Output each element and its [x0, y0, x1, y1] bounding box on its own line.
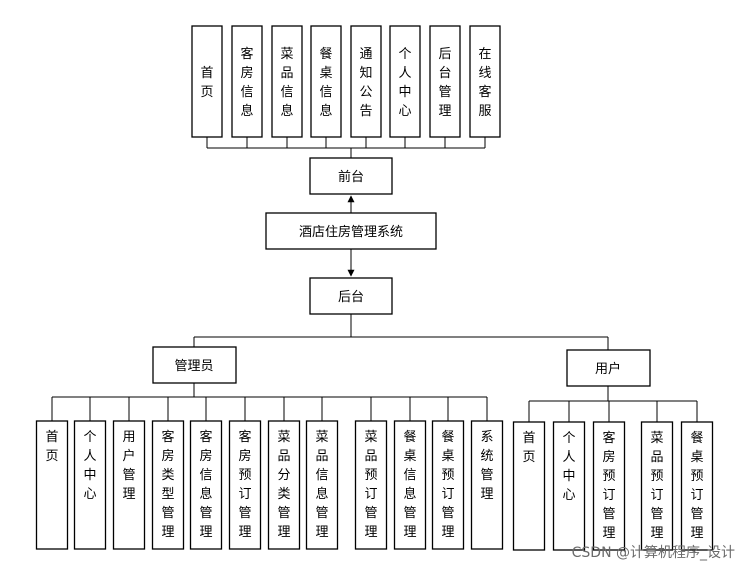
user-modules: 首页 个人中心 客房预订管理 菜品预订管理 餐桌预订管理	[512, 421, 714, 551]
module-box: 客房预订管理	[592, 421, 626, 551]
module-label: 餐桌信息	[319, 46, 332, 119]
front-label: 前台	[338, 169, 364, 185]
root-label: 酒店住房管理系统	[299, 224, 403, 240]
module-box: 个人中心	[389, 25, 421, 138]
module-label: 客房预订管理	[238, 429, 251, 540]
module-box: 餐桌信息	[310, 25, 342, 138]
module-label: 后台管理	[438, 47, 451, 119]
admin-node: 管理员	[152, 346, 237, 384]
module-box: 系统管理	[470, 420, 504, 550]
front-modules: 首页 客房信息 菜品信息 餐桌信息 通知公告 个人中心 后台管理 在线客服	[191, 25, 501, 138]
front-node: 前台	[309, 157, 393, 195]
module-box: 后台管理	[429, 25, 461, 138]
root-node: 酒店住房管理系统	[265, 212, 437, 250]
module-label: 客房预订管理	[602, 430, 615, 541]
module-box: 菜品预订管理	[354, 420, 388, 550]
module-box: 在线客服	[469, 25, 501, 138]
back-node: 后台	[309, 277, 393, 315]
user-node: 用户	[566, 349, 651, 387]
module-box: 用户管理	[112, 420, 146, 550]
module-label: 菜品预订管理	[650, 431, 663, 541]
module-box: 餐桌预订管理	[431, 420, 465, 550]
module-box: 客房预订管理	[228, 420, 262, 550]
module-label: 系统管理	[480, 430, 493, 502]
module-label: 餐桌预订管理	[441, 429, 454, 540]
connector-lines	[51, 137, 698, 422]
module-box: 首页	[512, 421, 546, 551]
module-label: 菜品信息管理	[315, 430, 328, 540]
module-label: 菜品分类管理	[277, 430, 290, 540]
module-label: 菜品预订管理	[364, 430, 377, 540]
module-label: 餐桌信息管理	[403, 429, 416, 540]
module-box: 通知公告	[350, 25, 382, 138]
module-label: 客房类型管理	[161, 429, 174, 540]
admin-modules: 首页 个人中心 用户管理 客房类型管理 客房信息管理 客房预订管理 菜品分类管理 菜品信息管理…	[35, 420, 504, 550]
user-label: 用户	[595, 361, 621, 377]
module-box: 首页	[35, 420, 69, 550]
module-box: 个人中心	[73, 420, 107, 550]
module-box: 个人中心	[552, 421, 586, 551]
module-label: 首页	[45, 430, 58, 464]
module-box: 菜品分类管理	[267, 420, 301, 550]
module-box: 餐桌信息管理	[393, 420, 427, 550]
module-label: 首页	[200, 66, 213, 100]
module-box: 餐桌预订管理	[680, 421, 714, 551]
back-label: 后台	[338, 290, 364, 305]
module-box: 菜品信息管理	[305, 420, 339, 550]
module-label: 客房信息管理	[199, 429, 212, 540]
module-box: 菜品预订管理	[640, 421, 674, 551]
module-label: 餐桌预订管理	[690, 430, 703, 541]
module-box: 客房信息管理	[189, 420, 223, 550]
watermark: CSDN @计算机程序_设计	[572, 545, 735, 561]
module-label: 个人中心	[398, 47, 411, 119]
module-box: 首页	[191, 25, 223, 138]
module-label: 用户管理	[122, 430, 135, 502]
module-label: 个人中心	[562, 431, 575, 503]
module-box: 菜品信息	[271, 25, 303, 138]
module-label: 客房信息	[240, 46, 253, 119]
admin-label: 管理员	[174, 359, 213, 374]
module-label: 首页	[522, 431, 535, 465]
module-label: 通知公告	[359, 47, 372, 119]
module-label: 个人中心	[83, 430, 96, 502]
module-label: 菜品信息	[280, 47, 293, 119]
module-label: 在线客服	[478, 47, 491, 119]
module-box: 客房信息	[231, 25, 263, 138]
module-box: 客房类型管理	[151, 420, 185, 550]
